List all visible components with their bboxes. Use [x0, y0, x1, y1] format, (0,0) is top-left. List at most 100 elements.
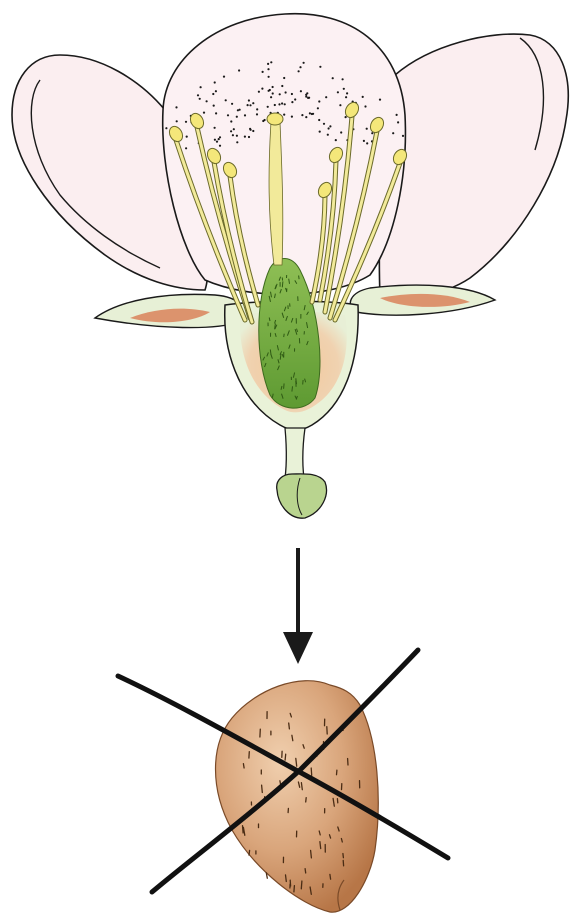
- pollen-dot: [185, 147, 187, 149]
- pollen-dot: [335, 139, 337, 141]
- nut-pit: [306, 798, 307, 802]
- pollen-dot: [206, 100, 208, 102]
- pollen-dot: [307, 97, 309, 99]
- pollen-dot: [312, 113, 314, 115]
- pollen-dot: [256, 113, 258, 115]
- pollen-dot: [319, 66, 321, 68]
- pollen-dot: [272, 92, 274, 94]
- nut-pit: [301, 783, 302, 790]
- pollen-dot: [270, 96, 272, 98]
- pollen-dot: [262, 71, 264, 73]
- pollen-dot: [264, 119, 266, 121]
- nut-pit: [320, 842, 321, 849]
- pollen-dot: [238, 69, 240, 71]
- pistil-hair: [284, 334, 285, 337]
- pollen-dot: [305, 96, 307, 98]
- pistil-hair: [296, 379, 297, 384]
- pollen-dot: [363, 140, 365, 142]
- right-petal: [379, 34, 568, 297]
- pollen-dot: [216, 141, 218, 143]
- pollen-dot: [294, 98, 296, 100]
- nut-pit: [289, 723, 290, 729]
- pollen-dot: [165, 127, 167, 129]
- pollen-dot: [230, 130, 232, 132]
- pollen-dot: [233, 128, 235, 130]
- pollen-dot: [223, 76, 225, 78]
- pistil-hair: [299, 276, 300, 280]
- pollen-dot: [232, 134, 234, 136]
- pollen-dot: [366, 128, 368, 130]
- pollen-dot: [285, 91, 287, 93]
- pollen-dot: [298, 70, 300, 72]
- pollen-dot: [306, 92, 308, 94]
- pollen-dot: [366, 142, 368, 144]
- pollen-dot: [332, 77, 334, 79]
- pollen-dot: [252, 102, 254, 104]
- nut-pit: [296, 758, 297, 766]
- pollen-dot: [325, 96, 327, 98]
- pollen-dot: [397, 121, 399, 123]
- pollen-dot: [301, 114, 303, 116]
- pistil-stigma: [267, 113, 283, 125]
- pollen-dot: [258, 91, 260, 93]
- pollen-dot: [213, 105, 215, 107]
- pistil-hair: [292, 386, 293, 391]
- pollen-dot: [214, 139, 216, 141]
- pollen-dot: [396, 114, 398, 116]
- pollen-dot: [214, 127, 216, 129]
- pollen-dot: [345, 116, 347, 118]
- flower-cross-section-icon: [12, 14, 568, 518]
- nut-pit: [294, 886, 295, 892]
- pollen-dot: [268, 76, 270, 78]
- nut-pit: [243, 764, 244, 768]
- pollen-dot: [327, 134, 329, 136]
- pollen-dot: [261, 88, 263, 90]
- pollen-dot: [291, 101, 293, 103]
- pollen-dot: [319, 131, 321, 133]
- pollen-dot: [281, 102, 283, 104]
- pollen-dot: [197, 94, 199, 96]
- pollen-dot: [236, 141, 238, 143]
- pollen-dot: [318, 100, 320, 102]
- pollen-dot: [346, 92, 348, 94]
- pollen-dot: [309, 112, 311, 114]
- pollen-dot: [272, 86, 274, 88]
- pollen-dot: [317, 107, 319, 109]
- pollen-dot: [214, 81, 216, 83]
- pollen-dot: [186, 136, 188, 138]
- pollen-dot: [278, 103, 280, 105]
- nut-pit: [330, 874, 331, 879]
- pollen-dot: [252, 130, 254, 132]
- pollen-dot: [323, 123, 325, 125]
- pollen-dot: [239, 109, 241, 111]
- pollen-dot: [279, 93, 281, 95]
- pollen-dot: [231, 103, 233, 105]
- pistil-hair: [284, 383, 285, 388]
- pollen-dot: [267, 68, 269, 70]
- pollen-dot: [284, 103, 286, 105]
- pollen-dot: [244, 136, 246, 138]
- pistil-hair: [282, 281, 283, 287]
- pollen-dot: [291, 116, 293, 118]
- pollen-dot: [248, 136, 250, 138]
- down-arrow-icon: [283, 548, 313, 664]
- pollen-dot: [200, 86, 202, 88]
- pollen-dot: [318, 119, 320, 121]
- pollen-dot: [215, 112, 217, 114]
- pollen-dot: [364, 105, 366, 107]
- pollen-dot: [212, 93, 214, 95]
- pollen-dot: [362, 96, 364, 98]
- nut-pit: [292, 735, 293, 740]
- pollen-dot: [392, 132, 394, 134]
- pollen-dot: [185, 121, 187, 123]
- pollen-dot: [267, 63, 269, 65]
- pollen-dot: [402, 135, 404, 137]
- pollen-dot: [343, 88, 345, 90]
- pollen-dot: [218, 138, 220, 140]
- nut-pit: [285, 754, 286, 760]
- pollen-dot: [300, 90, 302, 92]
- nut-pit: [311, 768, 312, 775]
- pollen-dot: [203, 112, 205, 114]
- nut-pit: [249, 850, 250, 855]
- pollen-dot: [291, 93, 293, 95]
